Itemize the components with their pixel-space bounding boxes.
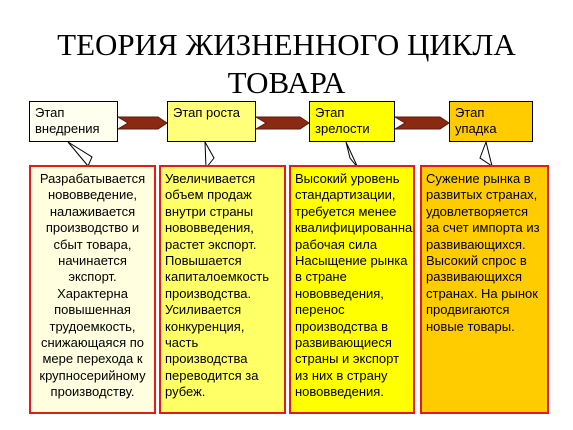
diagram-title: ТЕОРИЯ ЖИЗНЕННОГО ЦИКЛА ТОВАРА <box>0 26 573 102</box>
stage-maturity: Этап зрелости <box>309 101 395 142</box>
connector-1 <box>67 141 93 167</box>
title-line-2: ТОВАРА <box>227 65 346 100</box>
arrow-3-shape <box>395 116 449 130</box>
title-line-1: ТЕОРИЯ ЖИЗНЕННОГО ЦИКЛА <box>57 27 516 62</box>
description-introduction: Разрабатывается нововведение, налаживает… <box>29 165 156 414</box>
description-growth: Увеличивается объем продаж внутри страны… <box>159 165 286 414</box>
connector-4 <box>479 140 493 168</box>
arrow-3-icon <box>395 116 449 130</box>
stage-decline: Этап упадка <box>449 101 533 142</box>
arrow-2-shape <box>256 116 309 130</box>
description-decline: Сужение рынка в развитых странах, удовле… <box>420 165 549 414</box>
description-maturity: Высокий уровень стандартизации, требуетс… <box>289 165 415 414</box>
arrow-1-icon <box>118 116 167 130</box>
stage-introduction: Этап внедрения <box>29 101 118 142</box>
arrow-1-shape <box>118 116 167 130</box>
arrow-2-icon <box>256 116 309 130</box>
stage-growth: Этап роста <box>167 101 256 142</box>
connector-2 <box>204 141 215 170</box>
connector-3 <box>345 141 359 169</box>
